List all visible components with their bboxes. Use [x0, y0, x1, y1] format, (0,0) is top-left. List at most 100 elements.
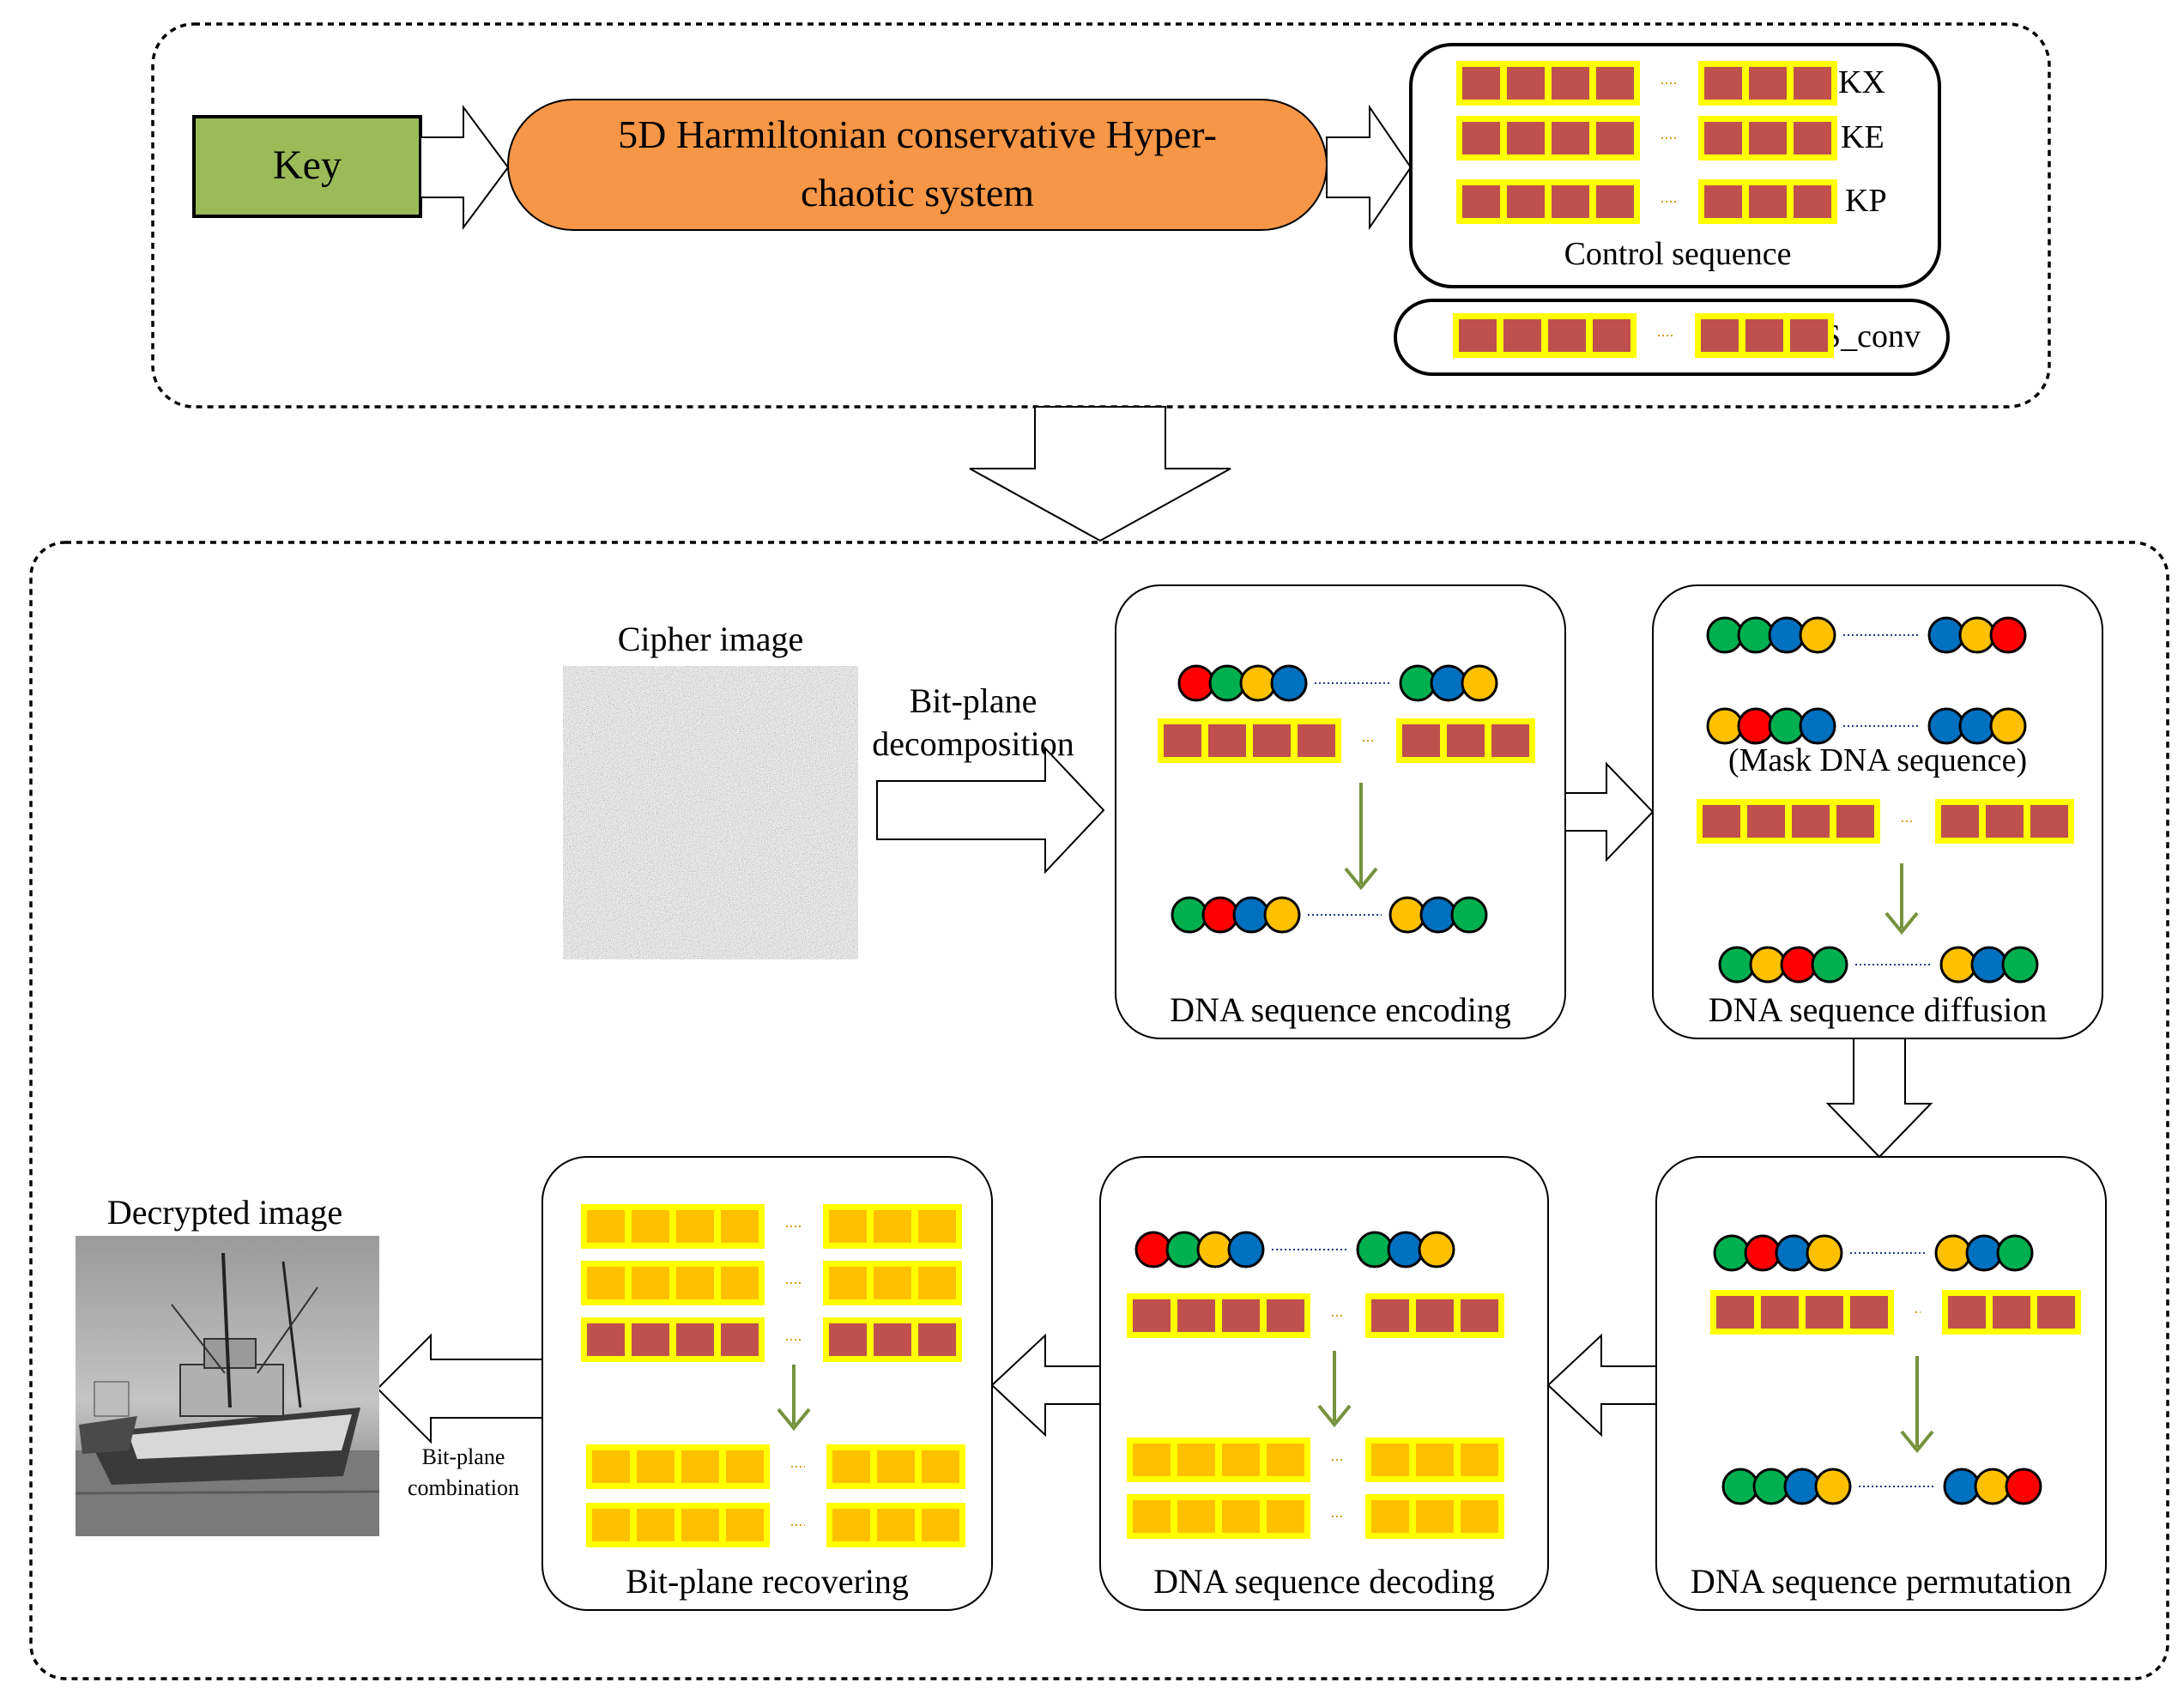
dna-base-yellow: [1418, 1231, 1455, 1268]
dna-diffusion-caption: DNA sequence diffusion: [1709, 990, 2048, 1029]
sequence-block: [1220, 1298, 1261, 1334]
mask-dna-sequence-label: (Mask DNA sequence): [1728, 742, 2027, 778]
sequence-block: [1546, 318, 1588, 354]
bitplane-recovering-caption: Bit-plane recovering: [626, 1562, 909, 1601]
sequence-block: [675, 1322, 716, 1358]
sequence-block: [875, 1449, 917, 1485]
block-sequence: [1127, 1438, 1310, 1482]
arrow-decoding-to-recovering: [990, 1333, 1101, 1438]
down-arrow-icon: [777, 1365, 811, 1432]
bitplane-combination-label-line1: Bit-plane: [422, 1444, 505, 1469]
dna-base-yellow: [1806, 1234, 1843, 1272]
dna-base-sequence: [1134, 1231, 1265, 1268]
down-arrow-icon: [1885, 863, 1919, 935]
arrow-permutation-to-decoding: [1546, 1333, 1657, 1438]
dna-base-red: [2005, 1468, 2042, 1505]
sequence-block: [1176, 1498, 1217, 1535]
dna-base-sequence: [1939, 946, 2039, 984]
sequence-block: [1502, 318, 1543, 354]
sequence-block: [1207, 723, 1248, 759]
sequence-block: [920, 1449, 961, 1485]
dna-base-green: [1208, 664, 1246, 702]
sequence-block: [630, 1322, 671, 1358]
sequence-block: [585, 1322, 626, 1358]
chaotic-system-label-line1: 5D Harmiltonian conservative Hyper-: [618, 112, 1217, 156]
arrow-keys-to-process: [969, 406, 1231, 542]
dna-base-sequence: [1718, 946, 1848, 984]
block-sequence: [1456, 179, 1640, 224]
sequence-block: [1131, 1498, 1172, 1535]
arrow-key-to-system: [420, 104, 510, 231]
dna-base-green: [1713, 1234, 1751, 1272]
dna-base-red: [1201, 896, 1239, 934]
sequence-block: [635, 1449, 676, 1485]
sequence-block: [1946, 1294, 1987, 1330]
dna-base-yellow: [1989, 707, 2027, 745]
dna-base-green: [1768, 707, 1806, 745]
dna-base-green: [1399, 664, 1437, 702]
sequence-block: [1991, 1294, 2032, 1330]
dna-base-yellow: [1958, 616, 1996, 654]
dna-base-green: [1996, 1234, 2034, 1272]
dna-base-sequence: [1934, 1234, 2034, 1272]
block-sequence: [1453, 313, 1636, 358]
sequence-block: [1461, 120, 1502, 156]
bitplane-decomposition-label-line1: Bit-plane: [910, 681, 1038, 720]
sequence-block: [1848, 1294, 1890, 1330]
sequence-block: [831, 1449, 872, 1485]
dna-permutation-caption: DNA sequence permutation: [1691, 1562, 2072, 1601]
key-box: [192, 115, 422, 218]
dna-base-green: [1450, 896, 1488, 934]
sequence-block: [1804, 1294, 1845, 1330]
dna-base-green: [1165, 1231, 1203, 1268]
block-sequence: [581, 1317, 765, 1362]
sequence-block: [1747, 65, 1788, 101]
sequence-block: [1459, 1442, 1500, 1478]
sconv-label: S_conv: [1823, 318, 1921, 354]
dna-base-sequence: [1927, 707, 2027, 745]
dna-decoding-box: [1099, 1156, 1549, 1611]
dna-base-green: [1811, 946, 1848, 984]
dna-base-yellow: [1263, 896, 1301, 934]
arrow-recovering-to-decrypted: [376, 1333, 543, 1444]
chaotic-system-label-line2: chaotic system: [801, 171, 1034, 215]
control-sequence-caption: Control sequence: [1564, 236, 1792, 272]
sequence-block: [1414, 1498, 1455, 1535]
dna-base-green: [1721, 1468, 1759, 1505]
dna-base-red: [1134, 1231, 1172, 1268]
down-arrow-icon: [1317, 1351, 1352, 1428]
sequence-block: [1550, 120, 1591, 156]
control-row-label-ke: KE: [1841, 119, 1885, 155]
sequence-block: [827, 1265, 868, 1301]
sequence-block: [1131, 1442, 1172, 1478]
sequence-block: [1490, 723, 1531, 759]
sequence-block: [1220, 1442, 1261, 1478]
control-sequence-box: [1409, 43, 1941, 288]
down-arrow-icon: [1344, 783, 1378, 891]
sequence-block: [1459, 1498, 1500, 1535]
sequence-block: [1461, 184, 1502, 220]
sequence-block: [1788, 318, 1830, 354]
dna-base-blue: [1943, 1468, 1981, 1505]
dna-base-yellow: [1939, 946, 1977, 984]
sequence-block: [827, 1208, 868, 1244]
dna-base-yellow: [1196, 1231, 1234, 1268]
block-sequence: [581, 1261, 765, 1305]
sequence-block: [1550, 65, 1591, 101]
dna-base-blue: [1768, 616, 1806, 654]
sequence-block: [1703, 120, 1744, 156]
sequence-block: [724, 1449, 765, 1485]
sequence-block: [630, 1265, 671, 1301]
dna-base-blue: [1799, 707, 1836, 745]
bitplane-combination-label-line2: combination: [408, 1475, 519, 1500]
sequence-block: [1220, 1498, 1261, 1535]
sequence-block: [590, 1449, 632, 1485]
sequence-block: [1296, 723, 1337, 759]
dna-base-blue: [1965, 1234, 2003, 1272]
sequence-block: [1699, 318, 1740, 354]
sequence-block: [1703, 65, 1744, 101]
dna-base-yellow: [1388, 896, 1426, 934]
sequence-block: [1414, 1298, 1455, 1334]
dna-base-green: [1718, 946, 1756, 984]
block-sequence: [1697, 799, 1880, 844]
